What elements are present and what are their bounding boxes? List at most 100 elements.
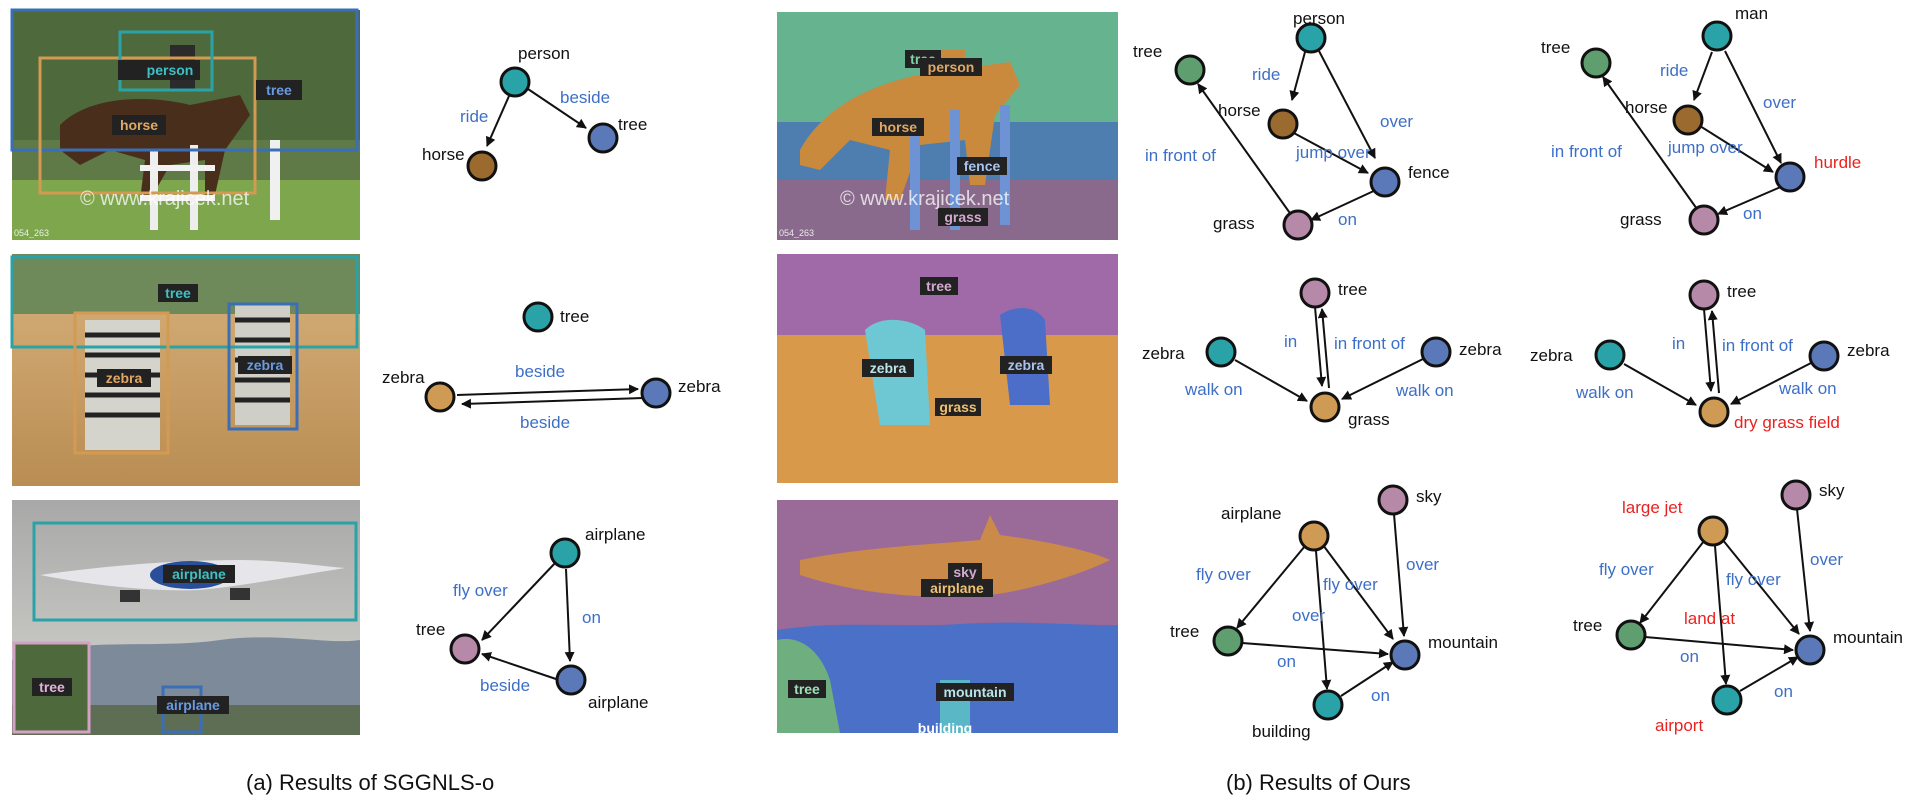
node-label: sky bbox=[1416, 487, 1442, 506]
graph-node bbox=[549, 537, 581, 569]
graph-node bbox=[1309, 391, 1341, 423]
graph-node bbox=[1580, 47, 1612, 79]
node-label: tree bbox=[1727, 282, 1756, 301]
graph-node bbox=[1369, 166, 1401, 198]
node-label: mountain bbox=[1833, 628, 1903, 647]
node-label: person bbox=[1293, 9, 1345, 28]
node-label: airplane bbox=[585, 525, 646, 544]
graph-node bbox=[1774, 161, 1806, 193]
node-label: tree bbox=[560, 307, 589, 326]
box-label-airplane: airplane bbox=[172, 566, 226, 582]
edge-label: on bbox=[1371, 686, 1390, 705]
edge-label: on bbox=[1338, 210, 1357, 229]
caption-a: (a) Results of SGGNLS-o bbox=[246, 770, 495, 795]
graph-node bbox=[1420, 336, 1452, 368]
edge-label: in bbox=[1284, 332, 1297, 351]
graph-node bbox=[1205, 336, 1237, 368]
edge-label: on bbox=[1774, 682, 1793, 701]
seg-label: grass bbox=[944, 209, 982, 225]
node-label: horse bbox=[1218, 101, 1261, 120]
graph-node bbox=[1688, 279, 1720, 311]
edge-label: fly over bbox=[1196, 565, 1251, 584]
edge-label: over bbox=[1406, 555, 1439, 574]
edge-label: in bbox=[1672, 334, 1685, 353]
seg-label: zebra bbox=[1008, 357, 1045, 373]
node-label: grass bbox=[1213, 214, 1255, 233]
baseline-image-row3: airplane tree airplane bbox=[12, 500, 360, 735]
graph-node bbox=[1780, 479, 1812, 511]
edge-label: walk on bbox=[1778, 379, 1837, 398]
seg-image-row3: sky airplane tree mountain building bbox=[777, 500, 1118, 736]
edge-label: in front of bbox=[1551, 142, 1622, 161]
node-label: mountain bbox=[1428, 633, 1498, 652]
seg-image-row1: tree person horse fence grass © www.kraj… bbox=[777, 12, 1118, 240]
watermark-text: © www.krajicek.net bbox=[80, 188, 250, 210]
node-label: zebra bbox=[1459, 340, 1502, 359]
graph-node bbox=[1282, 209, 1314, 241]
node-label: airplane bbox=[588, 693, 649, 712]
edge-label: ride bbox=[460, 107, 488, 126]
baseline-graph-row2: tree zebra zebra beside beside bbox=[382, 301, 721, 432]
node-label: tree bbox=[1541, 38, 1570, 57]
seg-label: horse bbox=[879, 119, 917, 135]
node-label: tree bbox=[1170, 622, 1199, 641]
node-label: zebra bbox=[678, 377, 721, 396]
graph-node bbox=[1312, 689, 1344, 721]
edge-label: jump over bbox=[1667, 138, 1743, 157]
box-label-horse: horse bbox=[120, 117, 158, 133]
box-label-zebra: zebra bbox=[106, 370, 143, 386]
graph-node bbox=[1808, 340, 1840, 372]
graph-node bbox=[1697, 515, 1729, 547]
graph-node bbox=[1174, 54, 1206, 86]
edge-label: on bbox=[1680, 647, 1699, 666]
seg-label: grass bbox=[939, 399, 977, 415]
graph-node bbox=[1615, 619, 1647, 651]
seg-image-row2: tree zebra zebra grass bbox=[777, 254, 1118, 483]
ours-graph-row3: airplane sky tree mountain building fly … bbox=[1170, 484, 1498, 741]
graph-node bbox=[1711, 684, 1743, 716]
seg-label: tree bbox=[926, 278, 952, 294]
node-label: tree bbox=[416, 620, 445, 639]
graph-node bbox=[522, 301, 554, 333]
ours-graph-row2: tree zebra zebra grass in in front of wa… bbox=[1142, 277, 1502, 429]
node-label: zebra bbox=[1530, 346, 1573, 365]
seg-label: mountain bbox=[944, 684, 1007, 700]
graph-node bbox=[1267, 108, 1299, 140]
graph-node bbox=[424, 381, 456, 413]
graph-node bbox=[499, 66, 531, 98]
graph-node bbox=[1688, 204, 1720, 236]
node-label: fence bbox=[1408, 163, 1450, 182]
graph-node bbox=[1594, 339, 1626, 371]
baseline-image-row2: tree zebra zebra bbox=[10, 254, 360, 486]
node-label: building bbox=[1252, 722, 1311, 741]
edge-label: land at bbox=[1684, 609, 1735, 628]
edge-label: beside bbox=[480, 676, 530, 695]
seg-label: zebra bbox=[870, 360, 907, 376]
node-label: man bbox=[1735, 4, 1768, 23]
graph-node bbox=[1794, 634, 1826, 666]
edge-label: beside bbox=[515, 362, 565, 381]
edge-label: walk on bbox=[1184, 380, 1243, 399]
node-label: tree bbox=[1338, 280, 1367, 299]
graph-node bbox=[1295, 22, 1327, 54]
edge-label: on bbox=[1743, 204, 1762, 223]
graph-node bbox=[1212, 625, 1244, 657]
node-label: airport bbox=[1655, 716, 1703, 735]
box-label-zebra: zebra bbox=[247, 357, 284, 373]
edge-label: over bbox=[1380, 112, 1413, 131]
edge-label: over bbox=[1810, 550, 1843, 569]
graph-node bbox=[1299, 277, 1331, 309]
baseline-graph-row1: person horse tree ride beside bbox=[422, 44, 647, 182]
edge-label: over bbox=[1763, 93, 1796, 112]
node-label: hurdle bbox=[1814, 153, 1861, 172]
ours-open-graph-row3: large jet sky tree mountain airport fly … bbox=[1573, 479, 1903, 735]
graph-node bbox=[587, 122, 619, 154]
seg-label: sky bbox=[953, 564, 977, 580]
edge-label: fly over bbox=[1323, 575, 1378, 594]
node-label: large jet bbox=[1622, 498, 1683, 517]
graph-node bbox=[1672, 104, 1704, 136]
box-label-tree: tree bbox=[39, 679, 65, 695]
node-label: person bbox=[518, 44, 570, 63]
watermark-text: © www.krajicek.net bbox=[840, 188, 1010, 210]
